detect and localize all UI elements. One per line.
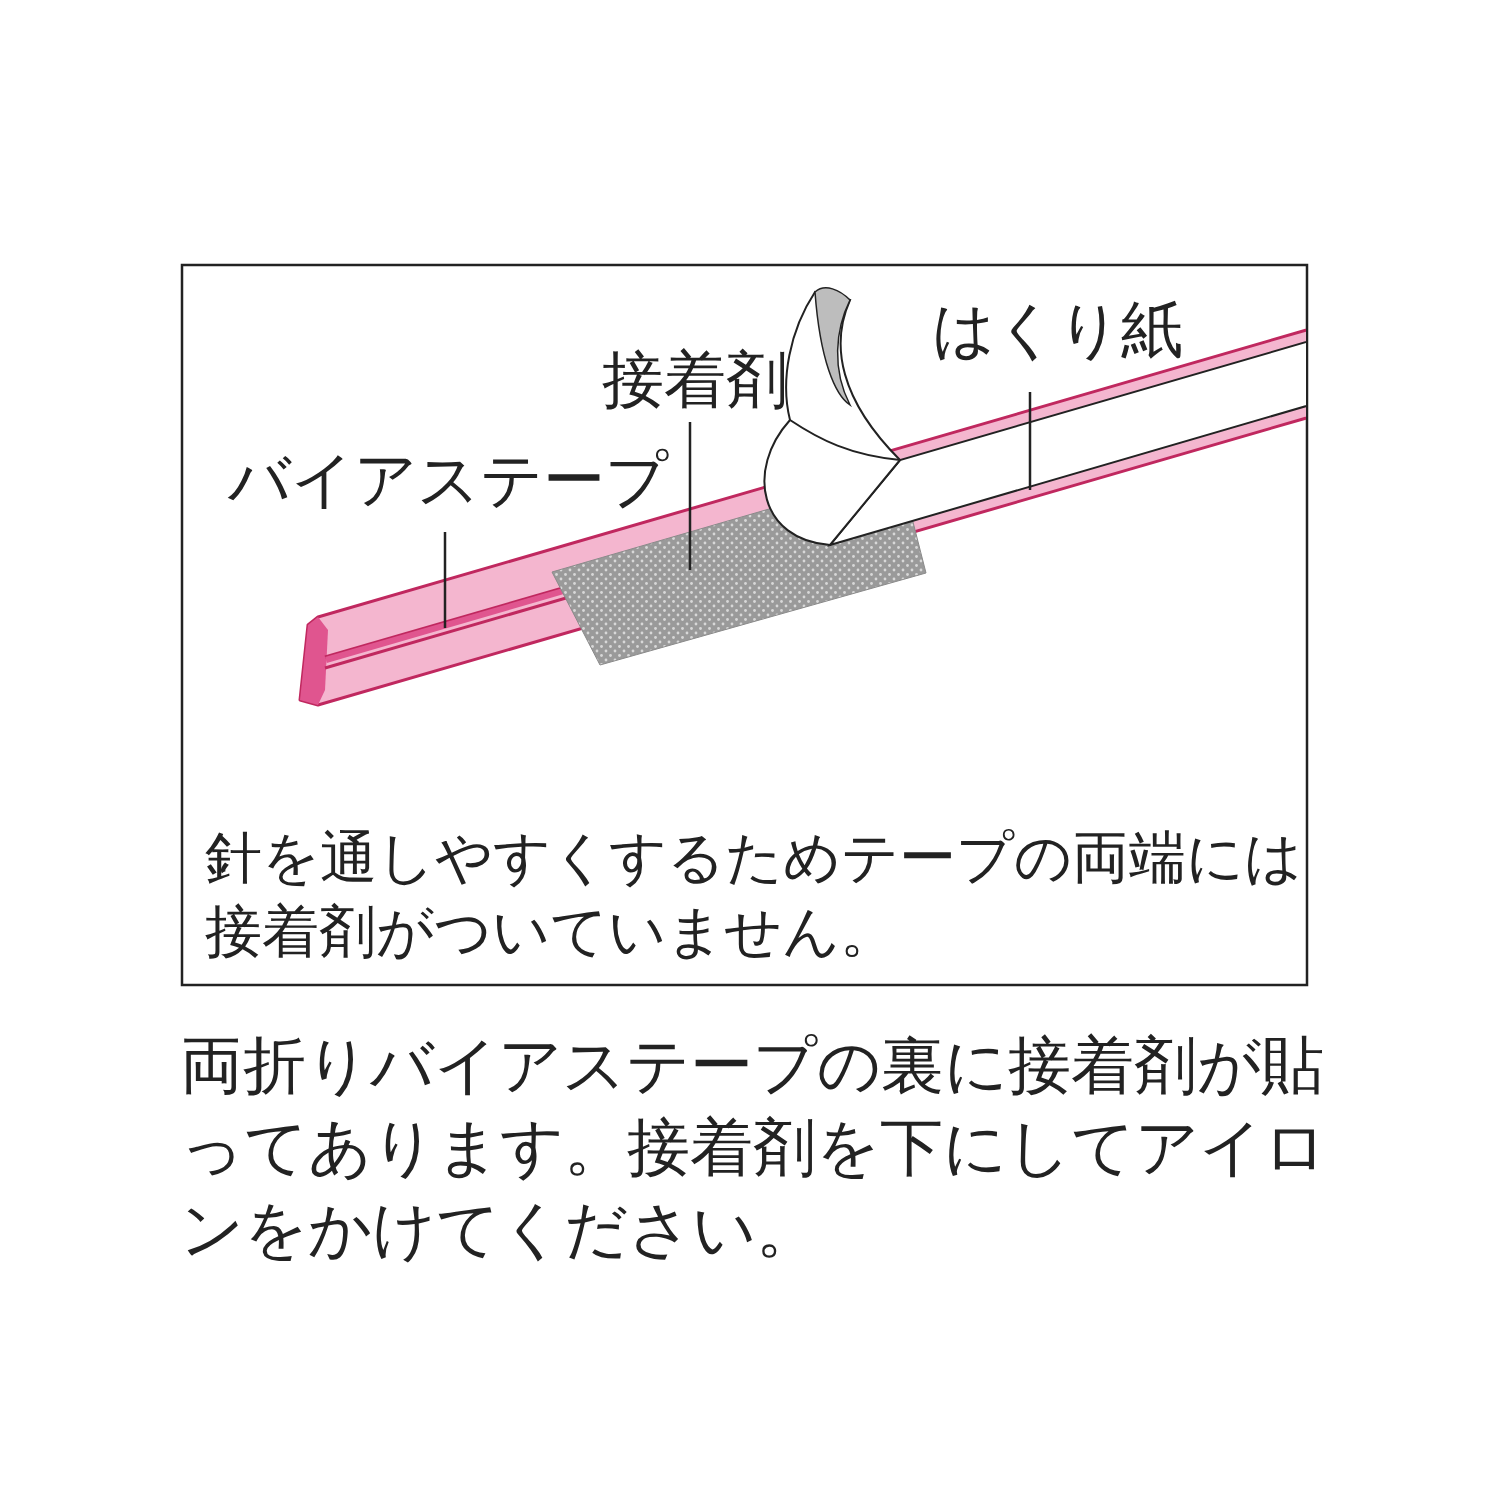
tape-end	[300, 617, 328, 705]
part-name: はくり紙	[932, 290, 1192, 371]
release-paper-underside	[815, 288, 850, 405]
part-name: バイアステープ	[228, 440, 688, 521]
leader-line	[1029, 392, 1032, 490]
release-paper-edge	[790, 420, 900, 460]
leader-line	[444, 532, 447, 628]
caption-text: 両折りバイアステープの裏に接着剤が貼ってあります。接着剤を下にしてアイロンをかけ…	[180, 1025, 1330, 1271]
release-paper	[830, 338, 1306, 545]
leader-line	[689, 422, 692, 570]
note-text: 針を通しやすくするためテープの両端には接着剤がついていません。	[205, 820, 1305, 968]
part-name: 接着剤	[602, 340, 822, 421]
